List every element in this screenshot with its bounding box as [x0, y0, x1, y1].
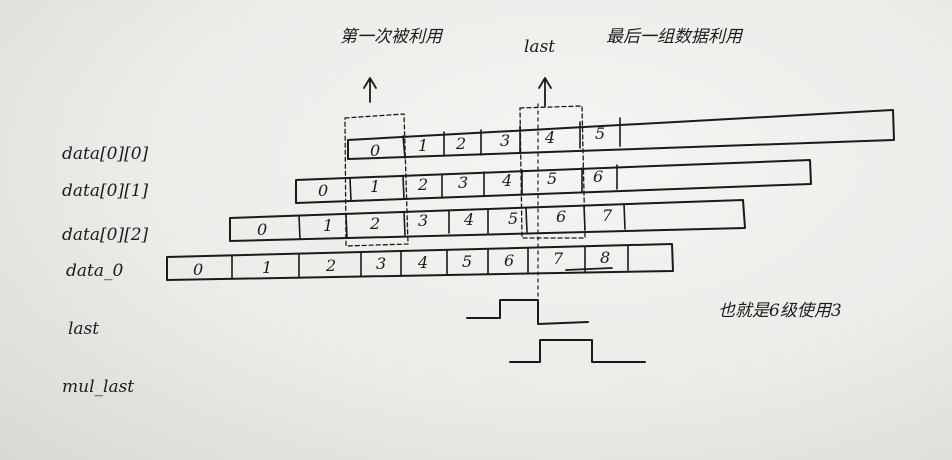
underline-mark: [565, 267, 613, 271]
row-data-0-1: 0 1 2 3 4 5 6: [295, 159, 812, 204]
cell-dividers: [402, 117, 621, 159]
cell: 3: [418, 211, 428, 230]
cell: 3: [376, 254, 386, 273]
cell: 1: [262, 258, 272, 277]
arrow-first-use: [363, 77, 377, 103]
row-outline: [295, 159, 812, 204]
last-group-window: [519, 105, 586, 239]
row-data-0-2: 0 1 2 3 4 5 6 7: [229, 199, 746, 242]
last-annotation: last: [524, 37, 555, 57]
last-group-annotation: 最后一组数据利用: [606, 27, 744, 47]
signal-label-last: last: [68, 319, 99, 339]
row-label-data-0-1: data[0][1]: [62, 181, 149, 201]
cell: 6: [556, 207, 566, 226]
cell: 0: [318, 181, 328, 200]
cell-dividers: [349, 164, 618, 202]
cell: 1: [323, 216, 333, 235]
mul-last-waveform: [509, 339, 646, 363]
cell: 2: [325, 256, 336, 275]
arrow-last: [538, 77, 552, 107]
row-outline: [229, 199, 746, 242]
cell: 0: [370, 141, 380, 160]
cell: 7: [553, 249, 564, 268]
first-use-window: [344, 113, 409, 247]
cell: 3: [458, 173, 468, 192]
cell: 4: [463, 210, 474, 229]
row-outline: [347, 109, 895, 160]
cell: 5: [595, 124, 605, 143]
cell-dividers: [231, 245, 629, 280]
cell: 4: [544, 128, 555, 147]
cell: 8: [600, 248, 610, 267]
row-label-data-0-2: data[0][2]: [62, 225, 149, 245]
cell: 0: [257, 220, 267, 239]
cell: 2: [455, 134, 466, 153]
cell: 5: [508, 209, 518, 228]
cell: 1: [418, 136, 428, 155]
cell: 6: [504, 251, 514, 270]
row-label-data-0: data_0: [66, 261, 123, 281]
cell: 7: [602, 206, 613, 225]
row-data-0: 0 1 2 3 4 5 6 7 8: [166, 243, 674, 281]
last-waveform: [466, 299, 589, 325]
cell: 3: [500, 131, 510, 150]
cell: 5: [547, 169, 557, 188]
cell: 1: [370, 177, 380, 196]
cell: 0: [193, 260, 203, 279]
row-label-data-0-0: data[0][0]: [62, 144, 149, 164]
cell: 6: [593, 167, 603, 186]
cell-dividers: [298, 203, 626, 240]
cell: 4: [417, 253, 428, 272]
cell: 2: [417, 175, 428, 194]
signal-label-mul-last: mul_last: [62, 377, 134, 397]
row-data-0-0: 0 1 2 3 4 5: [347, 109, 895, 160]
cell: 4: [501, 171, 512, 190]
cell: 5: [462, 252, 472, 271]
first-use-annotation: 第一次被利用: [340, 27, 444, 47]
note-annotation: 也就是6级使用3: [718, 301, 842, 321]
cell: 2: [369, 214, 380, 233]
row-outline: [166, 243, 674, 281]
